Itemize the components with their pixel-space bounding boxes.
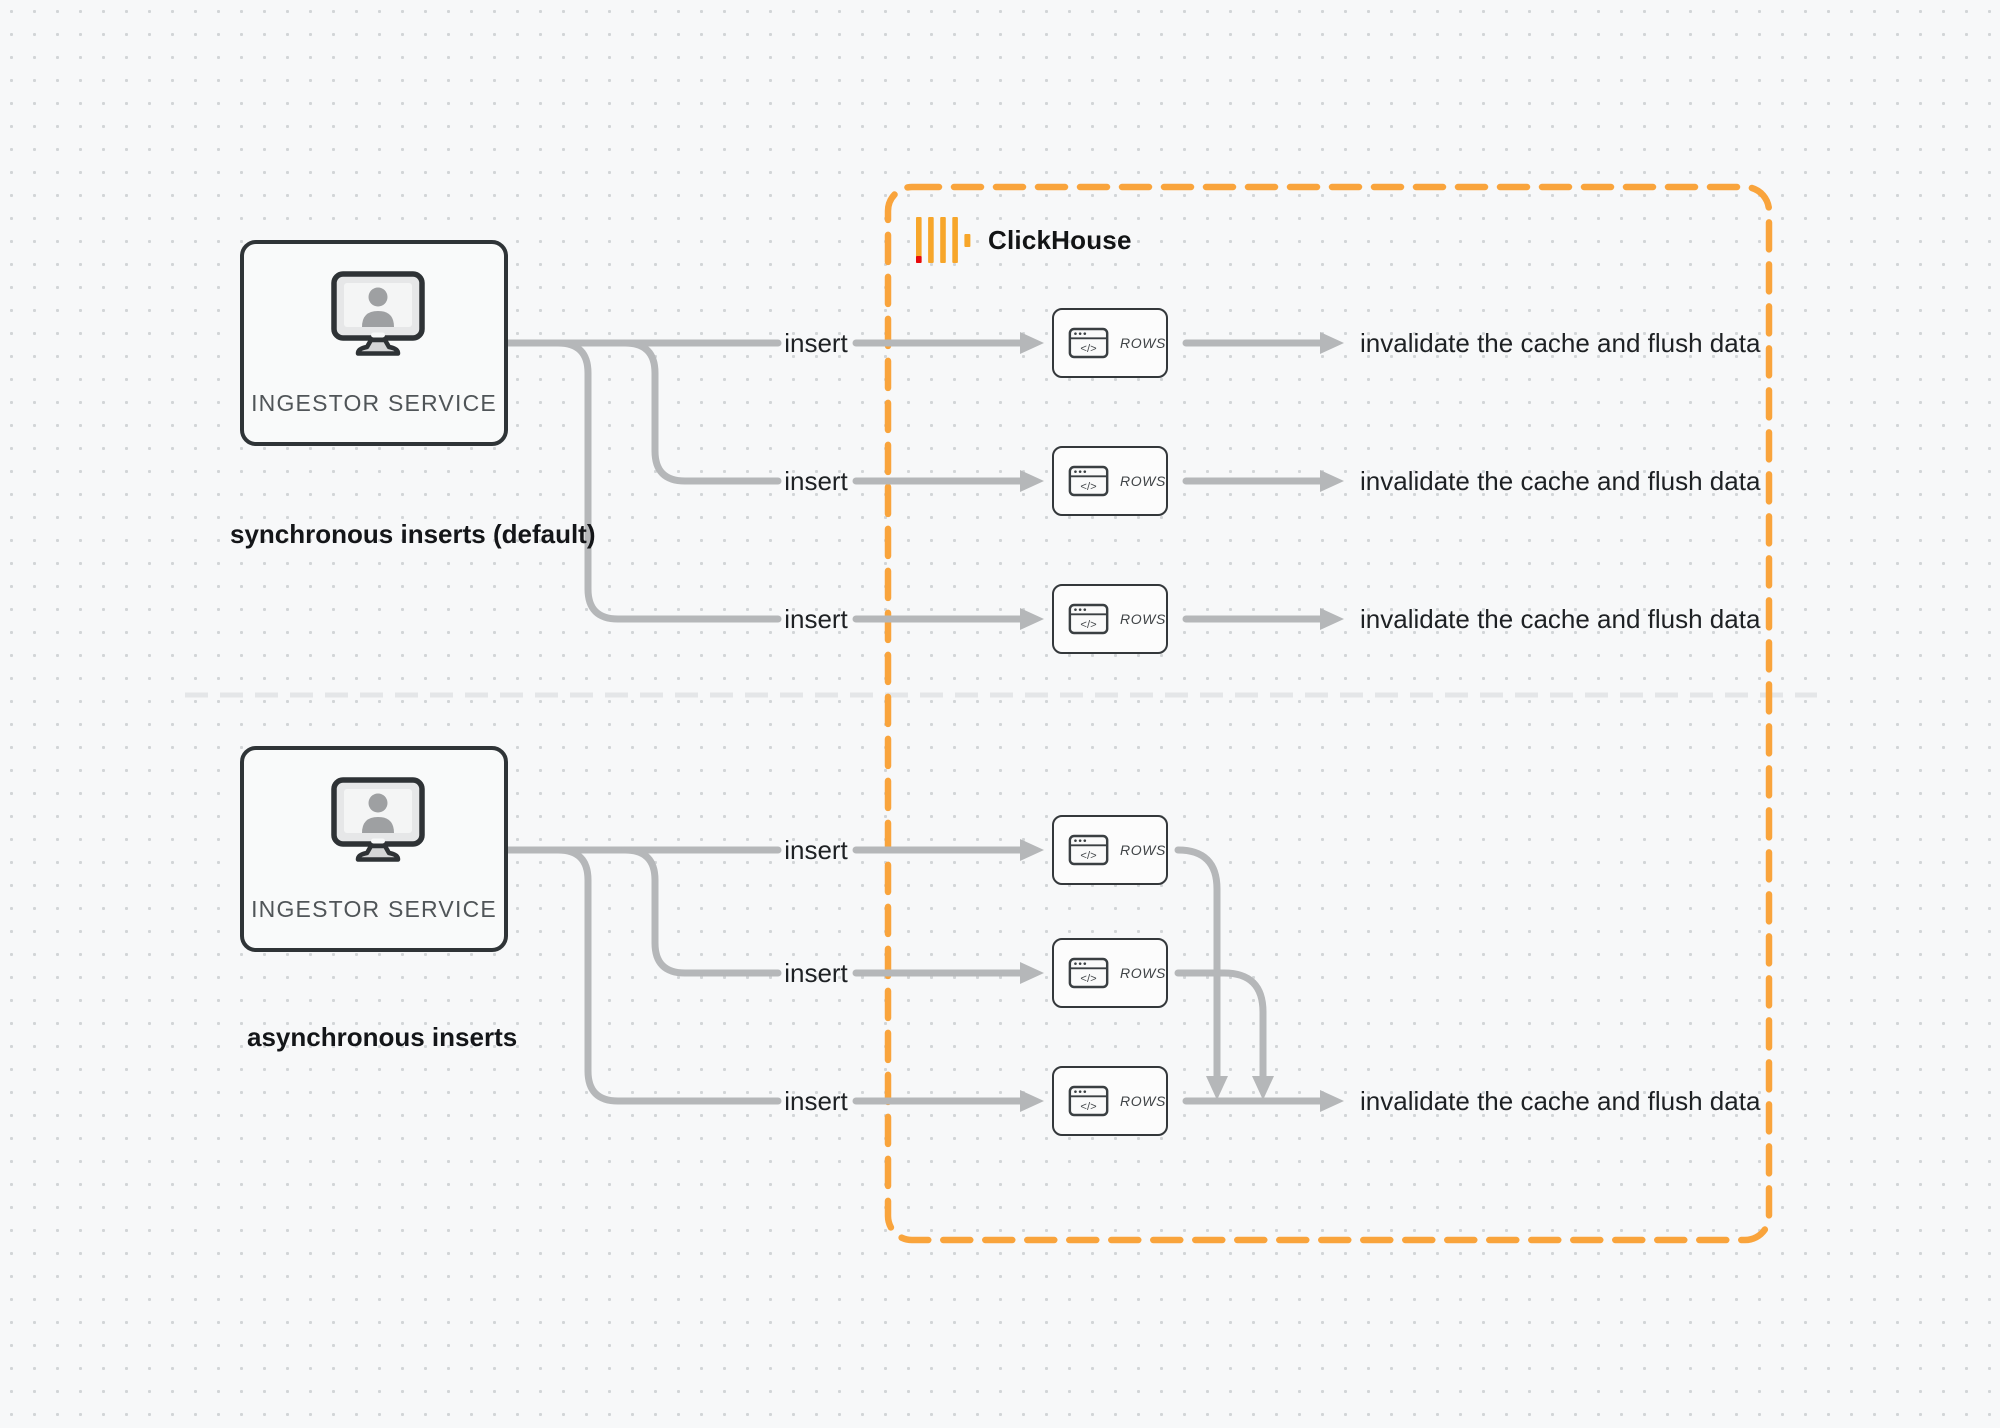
browser-code-icon [1068, 956, 1109, 990]
insert-label-async-1: insert [784, 835, 848, 865]
clickhouse-boundary [884, 183, 1773, 1244]
sync-connectors [501, 332, 1344, 630]
caption-synchronous: synchronous inserts (default) [230, 519, 596, 549]
async-branch-row3 [554, 846, 782, 1105]
insert-label-sync-1: insert [784, 328, 848, 358]
invalidate-label-sync-3: invalidate the cache and flush data [1360, 604, 1761, 634]
rows-label: ROWS [1120, 335, 1166, 351]
rows-card-async-2: ROWS [1052, 938, 1179, 1019]
ingestor-service-box-sync: INGESTOR SERVICE [240, 240, 508, 446]
async-merge-arrow-2 [1174, 969, 1274, 1100]
monitor-user-icon [330, 270, 426, 358]
invalidate-label-async: invalidate the cache and flush data [1360, 1086, 1761, 1116]
browser-code-icon [1068, 833, 1109, 867]
browser-code-icon [1068, 326, 1109, 360]
invalidate-label-sync-2: invalidate the cache and flush data [1360, 466, 1761, 496]
insert-label-async-2: insert [784, 958, 848, 988]
rows-label: ROWS [1120, 842, 1166, 858]
invalidate-label-sync-1: invalidate the cache and flush data [1360, 328, 1761, 358]
rows-card-async-3: ROWS [1052, 1066, 1179, 1147]
async-merge-arrow-1 [1174, 846, 1228, 1100]
rows-card-sync-2: ROWS [1052, 446, 1179, 527]
insert-label-sync-3: insert [784, 604, 848, 634]
insert-label-async-3: insert [784, 1086, 848, 1116]
browser-code-icon [1068, 1084, 1109, 1118]
insert-label-sync-2: insert [784, 466, 848, 496]
clickhouse-logo: ClickHouse [916, 216, 1132, 264]
browser-code-icon [1068, 602, 1109, 636]
sync-branch-row3 [554, 339, 782, 623]
browser-code-icon [1068, 464, 1109, 498]
rows-label: ROWS [1120, 473, 1166, 489]
monitor-user-icon [330, 776, 426, 864]
sync-branch-row2 [621, 339, 782, 485]
ingestor-service-label: INGESTOR SERVICE [251, 390, 497, 416]
async-connectors [501, 839, 1344, 1112]
ingestor-service-label: INGESTOR SERVICE [251, 896, 497, 922]
clickhouse-label: ClickHouse [988, 224, 1132, 255]
rows-card-async-1: ROWS [1052, 815, 1179, 896]
rows-card-sync-3: ROWS [1052, 584, 1179, 665]
ingestor-service-box-async: INGESTOR SERVICE [240, 746, 508, 952]
caption-asynchronous: asynchronous inserts [247, 1022, 518, 1052]
async-branch-row2 [621, 846, 782, 977]
rows-label: ROWS [1120, 965, 1166, 981]
rows-label: ROWS [1120, 611, 1166, 627]
rows-card-sync-1: ROWS [1052, 308, 1179, 389]
clickhouse-logo-icon [916, 217, 971, 263]
rows-label: ROWS [1120, 1093, 1166, 1109]
